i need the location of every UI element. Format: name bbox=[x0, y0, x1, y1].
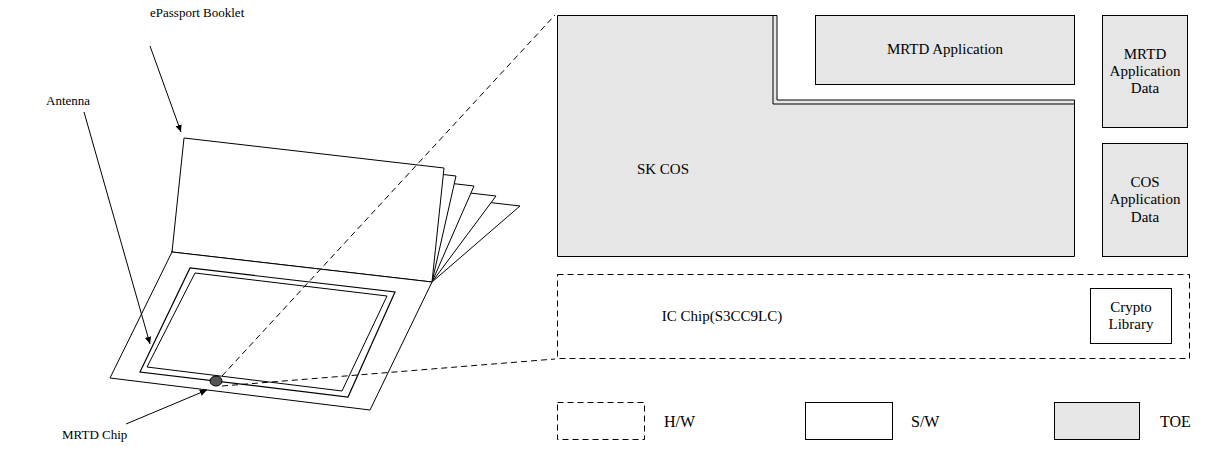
antenna-coil bbox=[147, 273, 387, 391]
rect-outline bbox=[816, 16, 1075, 85]
box-label: SK COS bbox=[637, 161, 689, 178]
swatch-rect bbox=[1055, 403, 1140, 440]
legend-swatch bbox=[557, 402, 645, 440]
text-area: SK COS bbox=[557, 125, 769, 215]
zoom-line bbox=[222, 15, 555, 376]
box-label: Crypto Library bbox=[1094, 299, 1168, 334]
box-label: MRTD Application Data bbox=[1106, 46, 1184, 98]
swatch-rect bbox=[806, 403, 893, 440]
leader-arrow bbox=[84, 112, 150, 344]
mrtd-chip bbox=[210, 376, 222, 386]
rect-outline bbox=[1091, 289, 1172, 344]
box-label: IC Chip(S3CC9LC) bbox=[662, 308, 782, 325]
part-label: Antenna bbox=[46, 94, 90, 108]
swatch-rect bbox=[558, 403, 645, 440]
leader-arrow bbox=[150, 46, 181, 132]
part-label: ePassport Booklet bbox=[150, 6, 244, 20]
l-shape-edge bbox=[773, 16, 1075, 105]
legend-text: S/W bbox=[911, 413, 939, 431]
legend-text: H/W bbox=[664, 413, 695, 431]
l-shape bbox=[558, 16, 1075, 257]
box-label: MRTD Application bbox=[887, 41, 1003, 58]
box-label: COS Application Data bbox=[1106, 174, 1184, 226]
rect-outline bbox=[1103, 16, 1188, 128]
rect-outline bbox=[1103, 144, 1188, 257]
leader-arrow bbox=[126, 390, 207, 424]
legend-swatch bbox=[805, 402, 893, 440]
part-label: MRTD Chip bbox=[62, 428, 127, 442]
passport-cover bbox=[110, 252, 432, 410]
text-area: Crypto Library bbox=[1090, 288, 1172, 344]
zoom-line bbox=[222, 359, 555, 386]
legend-swatch bbox=[1054, 402, 1140, 440]
application-box: MRTD Application bbox=[815, 15, 1075, 85]
rect-outline bbox=[558, 275, 1190, 359]
legend-text: TOE bbox=[1160, 413, 1191, 431]
antenna-coil bbox=[140, 268, 395, 397]
software-box: Crypto Library bbox=[1090, 288, 1172, 344]
text-area: MRTD Application Data bbox=[1102, 15, 1188, 128]
hardware-box: Crypto Library IC Chip(S3CC9LC) bbox=[557, 274, 1190, 359]
text-area: MRTD Application bbox=[815, 15, 1075, 85]
text-area: IC Chip(S3CC9LC) bbox=[557, 274, 887, 359]
data-box: COS Application Data bbox=[1102, 143, 1188, 257]
text-area: COS Application Data bbox=[1102, 143, 1188, 257]
data-box: MRTD Application Data bbox=[1102, 15, 1188, 128]
